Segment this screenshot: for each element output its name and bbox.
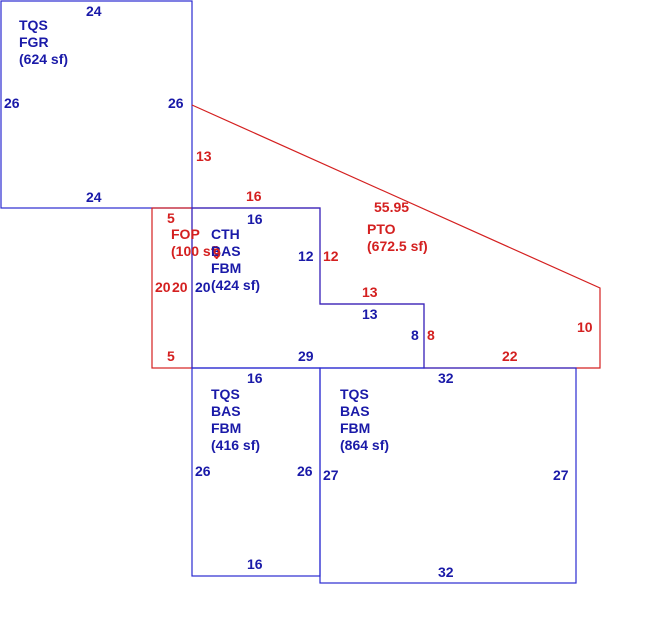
dim-cth-left: 20 [195,279,211,295]
dim-b416-right: 26 [297,463,313,479]
dim-pto-step: 13 [362,284,378,300]
dim-fop-left: 20 [155,279,171,295]
dim-pto-12: 12 [323,248,339,264]
dim-b864-bottom: 32 [438,564,454,580]
dim-cth-bottom: 29 [298,348,314,364]
dim-pto-diag: 55.95 [374,199,409,215]
dim-fgr-top: 24 [86,3,102,19]
area-label-pto: PTO (672.5 sf) [367,221,428,254]
dim-fgr-left: 26 [4,95,20,111]
dim-cth-top: 16 [247,211,263,227]
dim-fop-right: 20 [172,279,188,295]
area-label-fgr: TQS FGR (624 sf) [19,17,68,67]
dim-cth-step: 13 [362,306,378,322]
area-label-fop: FOP (100 sf) [171,226,220,259]
bas864-outline [319,367,577,584]
dim-pto-16: 16 [246,188,262,204]
dim-fop-bottom: 5 [167,348,175,364]
dim-cth-right: 12 [298,248,314,264]
area-label-bas416: TQS BAS FBM (416 sf) [211,386,260,453]
dim-b864-left: 27 [323,467,339,483]
dim-fop-top: 5 [167,210,175,226]
dim-b416-top: 16 [247,370,263,386]
dim-pto-right: 10 [577,319,593,335]
dim-fgr-bottom: 24 [86,189,102,205]
area-label-cth: CTH BAS FBM (424 sf) [211,226,260,293]
dim-fgr-right: 26 [168,95,184,111]
fgr-outline [0,0,193,209]
dim-cth-8: 8 [411,327,419,343]
dim-pto-8: 8 [427,327,435,343]
dim-b864-right: 27 [553,467,569,483]
dim-cth-9: 9 [213,245,221,261]
area-label-bas864: TQS BAS FBM (864 sf) [340,386,389,453]
dim-pto-13: 13 [196,148,212,164]
dim-b416-bottom: 16 [247,556,263,572]
dim-pto-bottom: 22 [502,348,518,364]
dim-b864-top: 32 [438,370,454,386]
dim-b416-left: 26 [195,463,211,479]
